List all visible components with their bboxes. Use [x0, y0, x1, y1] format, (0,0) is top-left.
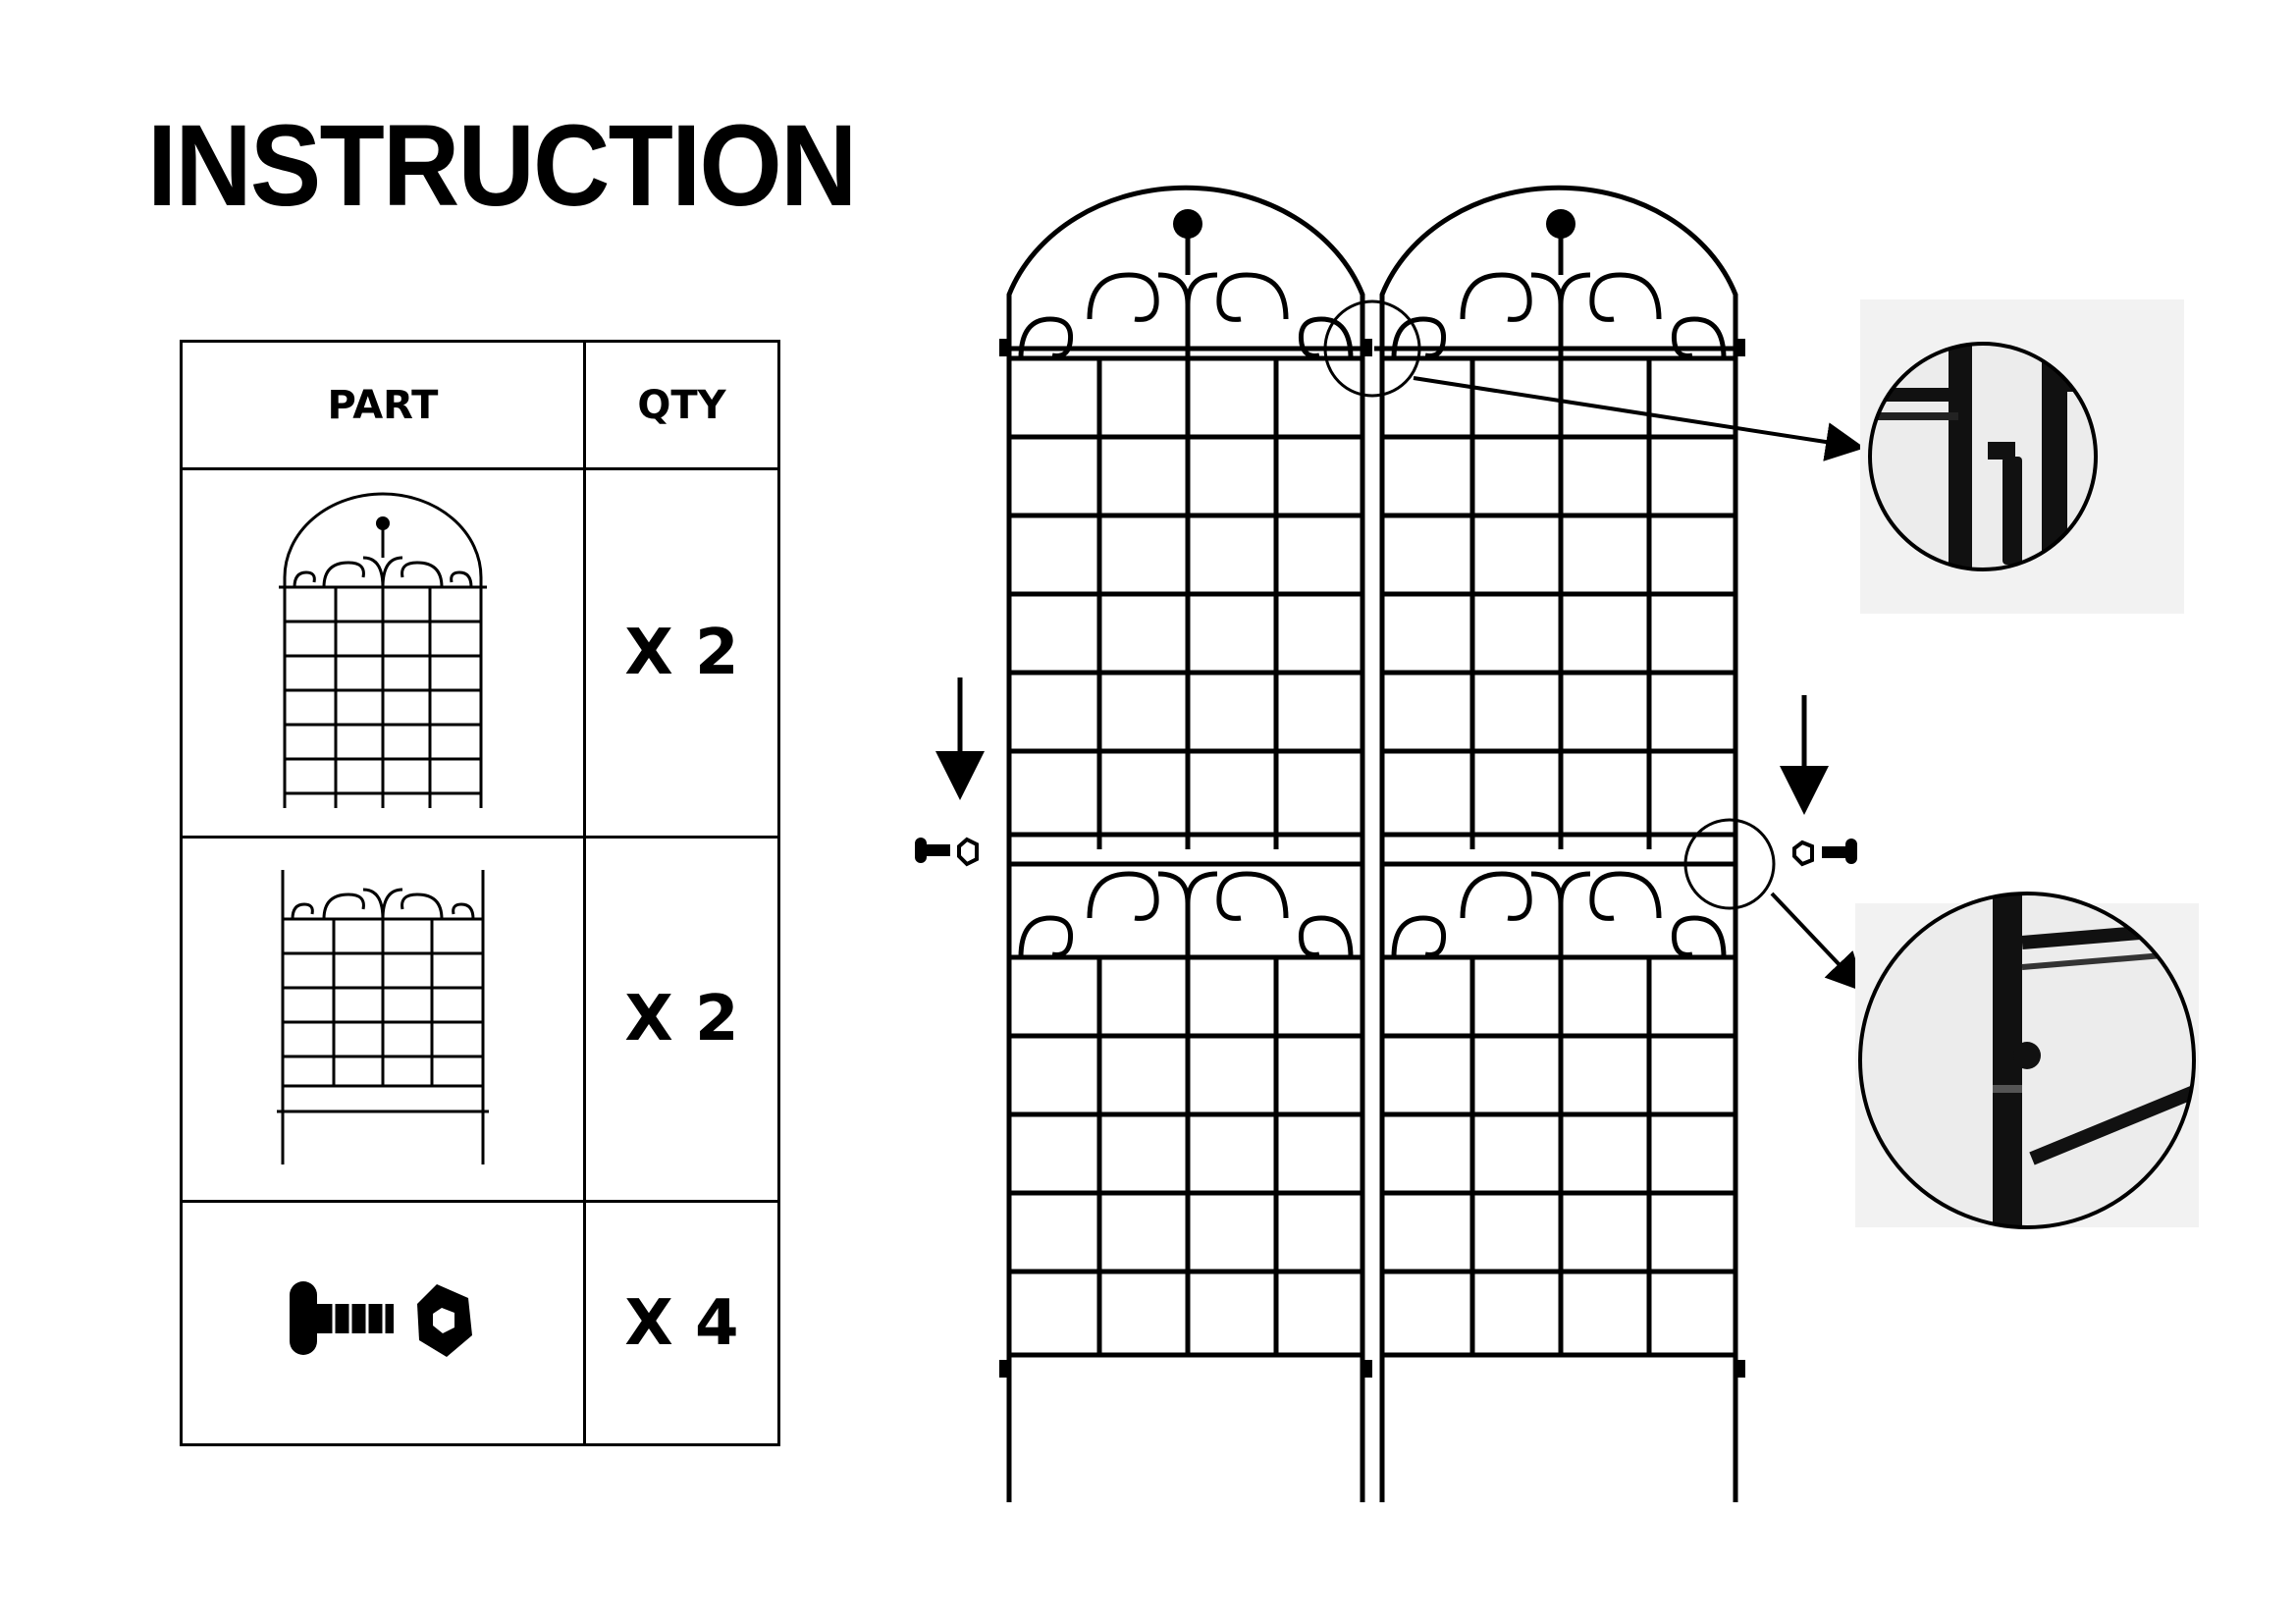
header-part: PART — [180, 340, 586, 470]
top-callout-arrow — [1413, 376, 1865, 461]
header-qty: QTY — [583, 340, 780, 470]
table-row: X 4 — [180, 1200, 780, 1446]
part-cell — [180, 836, 586, 1203]
right-bolt-icon — [1792, 839, 1857, 867]
middle-connection-marker — [1683, 818, 1776, 910]
straight-trellis-panel-icon — [277, 869, 489, 1164]
arched-top-trellis-panel-icon — [279, 492, 487, 808]
part-cell — [180, 467, 586, 839]
page-title: INSTRUCTION — [147, 101, 857, 231]
qty-cell: X 4 — [583, 1200, 780, 1446]
qty-cell: X 2 — [583, 836, 780, 1203]
table-row: X 2 — [180, 467, 780, 839]
middle-callout-arrow — [1770, 892, 1866, 993]
bolt-and-nut-icon — [290, 1281, 472, 1357]
right-trellis-panel — [1374, 185, 1743, 1502]
left-bolt-icon — [915, 837, 979, 867]
left-panel-finial-icon — [1173, 209, 1202, 239]
table-header-row: PART QTY — [180, 340, 780, 470]
table-row: X 2 — [180, 836, 780, 1203]
top-connection-marker — [1323, 299, 1421, 398]
part-cell — [180, 1200, 586, 1446]
right-panel-finial-icon — [1546, 209, 1575, 239]
parts-table: PART QTY — [180, 340, 780, 1446]
qty-cell: X 2 — [583, 467, 780, 839]
top-hook-connection-detail — [1860, 299, 2184, 614]
middle-bolt-connection-detail — [1855, 892, 2199, 1229]
left-trellis-panel — [1001, 185, 1370, 1502]
